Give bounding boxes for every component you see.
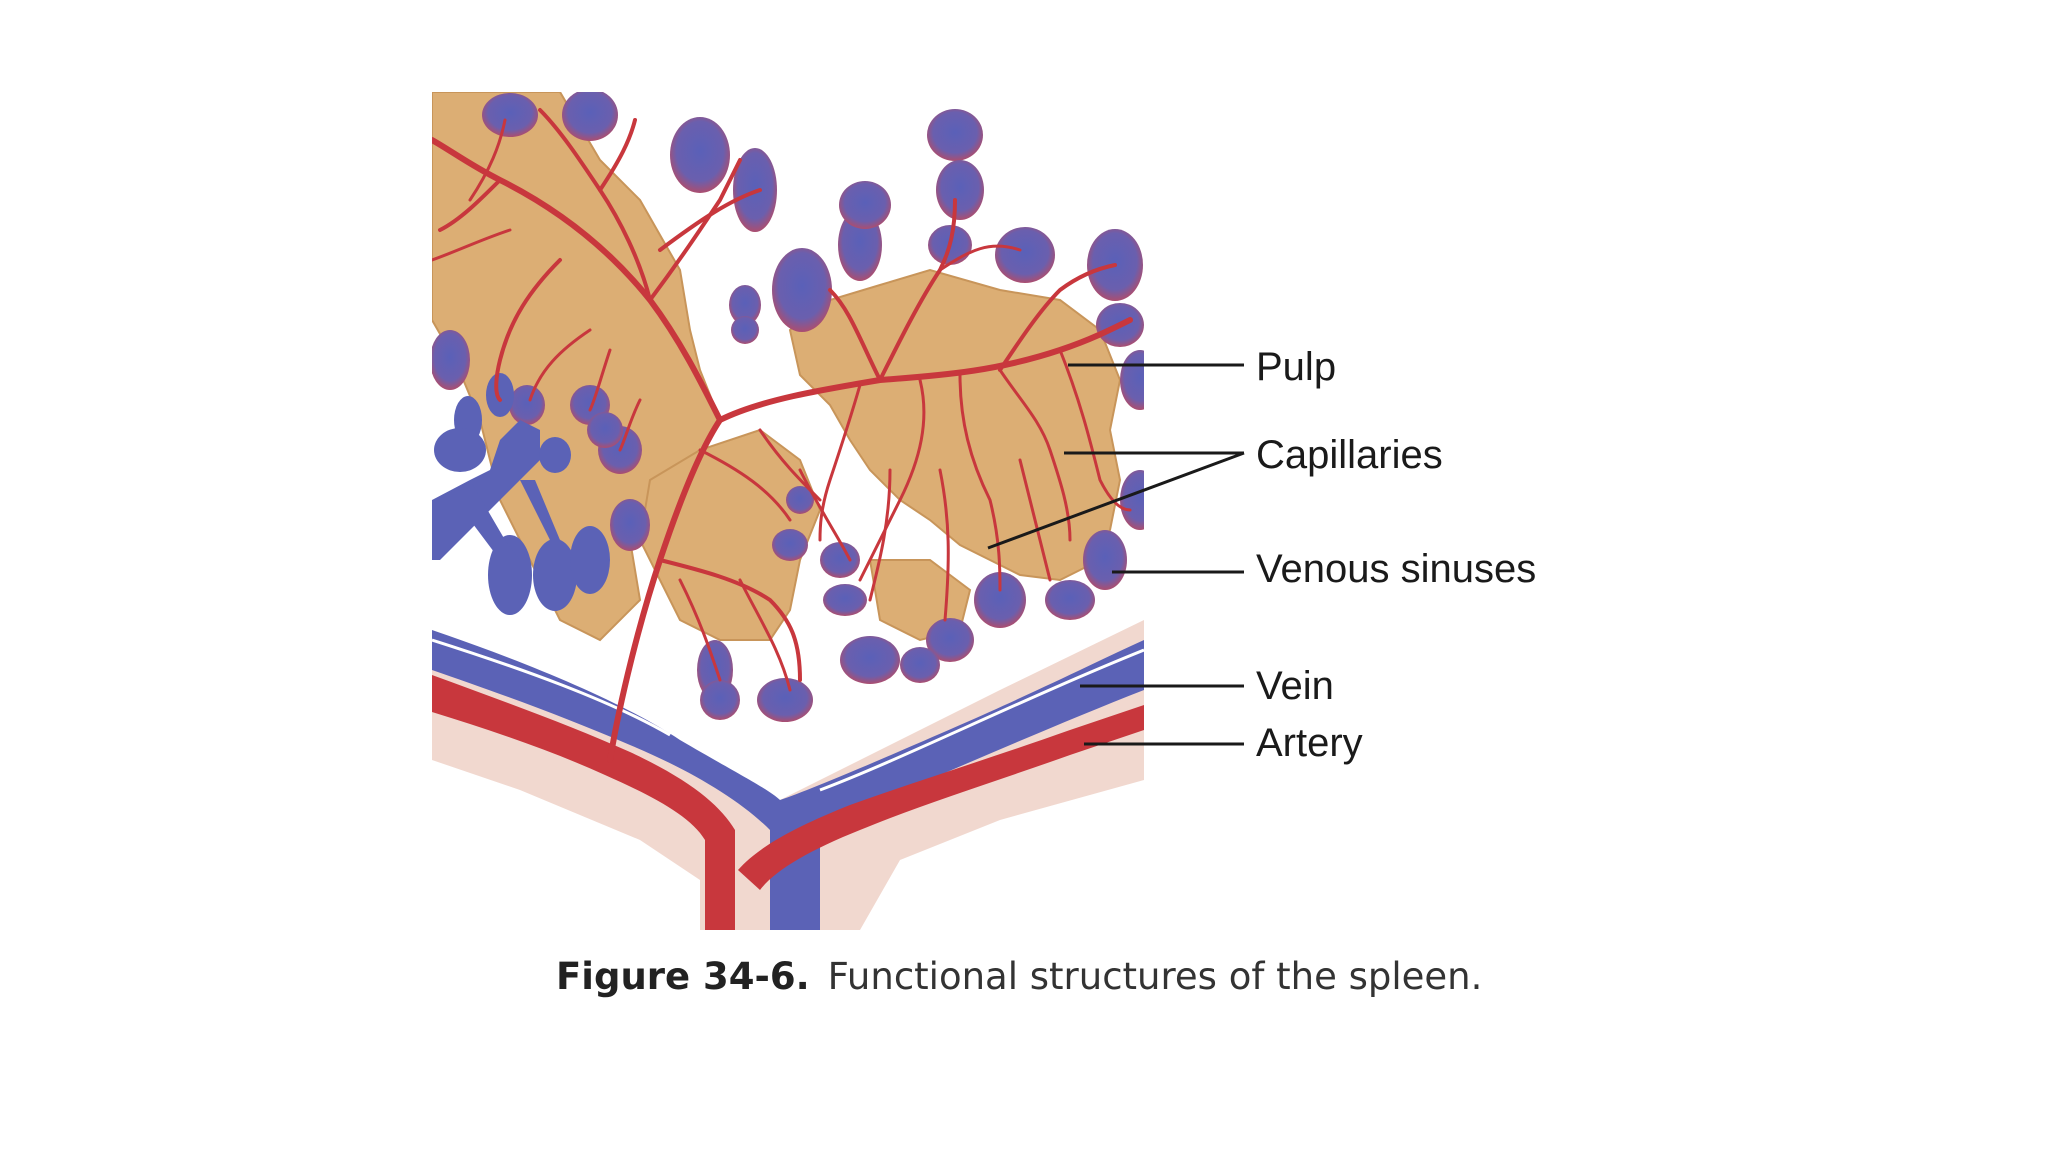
capillaries-leader-lower [987,451,1245,550]
venous-sinuses [432,92,1144,722]
spleen-tissue [432,92,1144,930]
pulp-label: Pulp [1256,345,1336,389]
venous-tree [432,373,610,615]
venous-sinuses-label: Venous sinuses [1256,547,1536,591]
artery-label: Artery [1256,721,1363,765]
vein-label: Vein [1256,664,1334,708]
leader-lines [987,363,1245,746]
arterial-branches [432,108,1133,763]
capillaries-label: Capillaries [1256,433,1443,477]
figure-caption: Figure 34-6. Functional structures of the… [556,955,1482,998]
figure-number: Figure 34-6. [556,955,810,998]
pulp-region [432,92,1122,642]
caption-text: Functional structures of the spleen. [827,955,1483,998]
main-vessels [432,620,1144,930]
